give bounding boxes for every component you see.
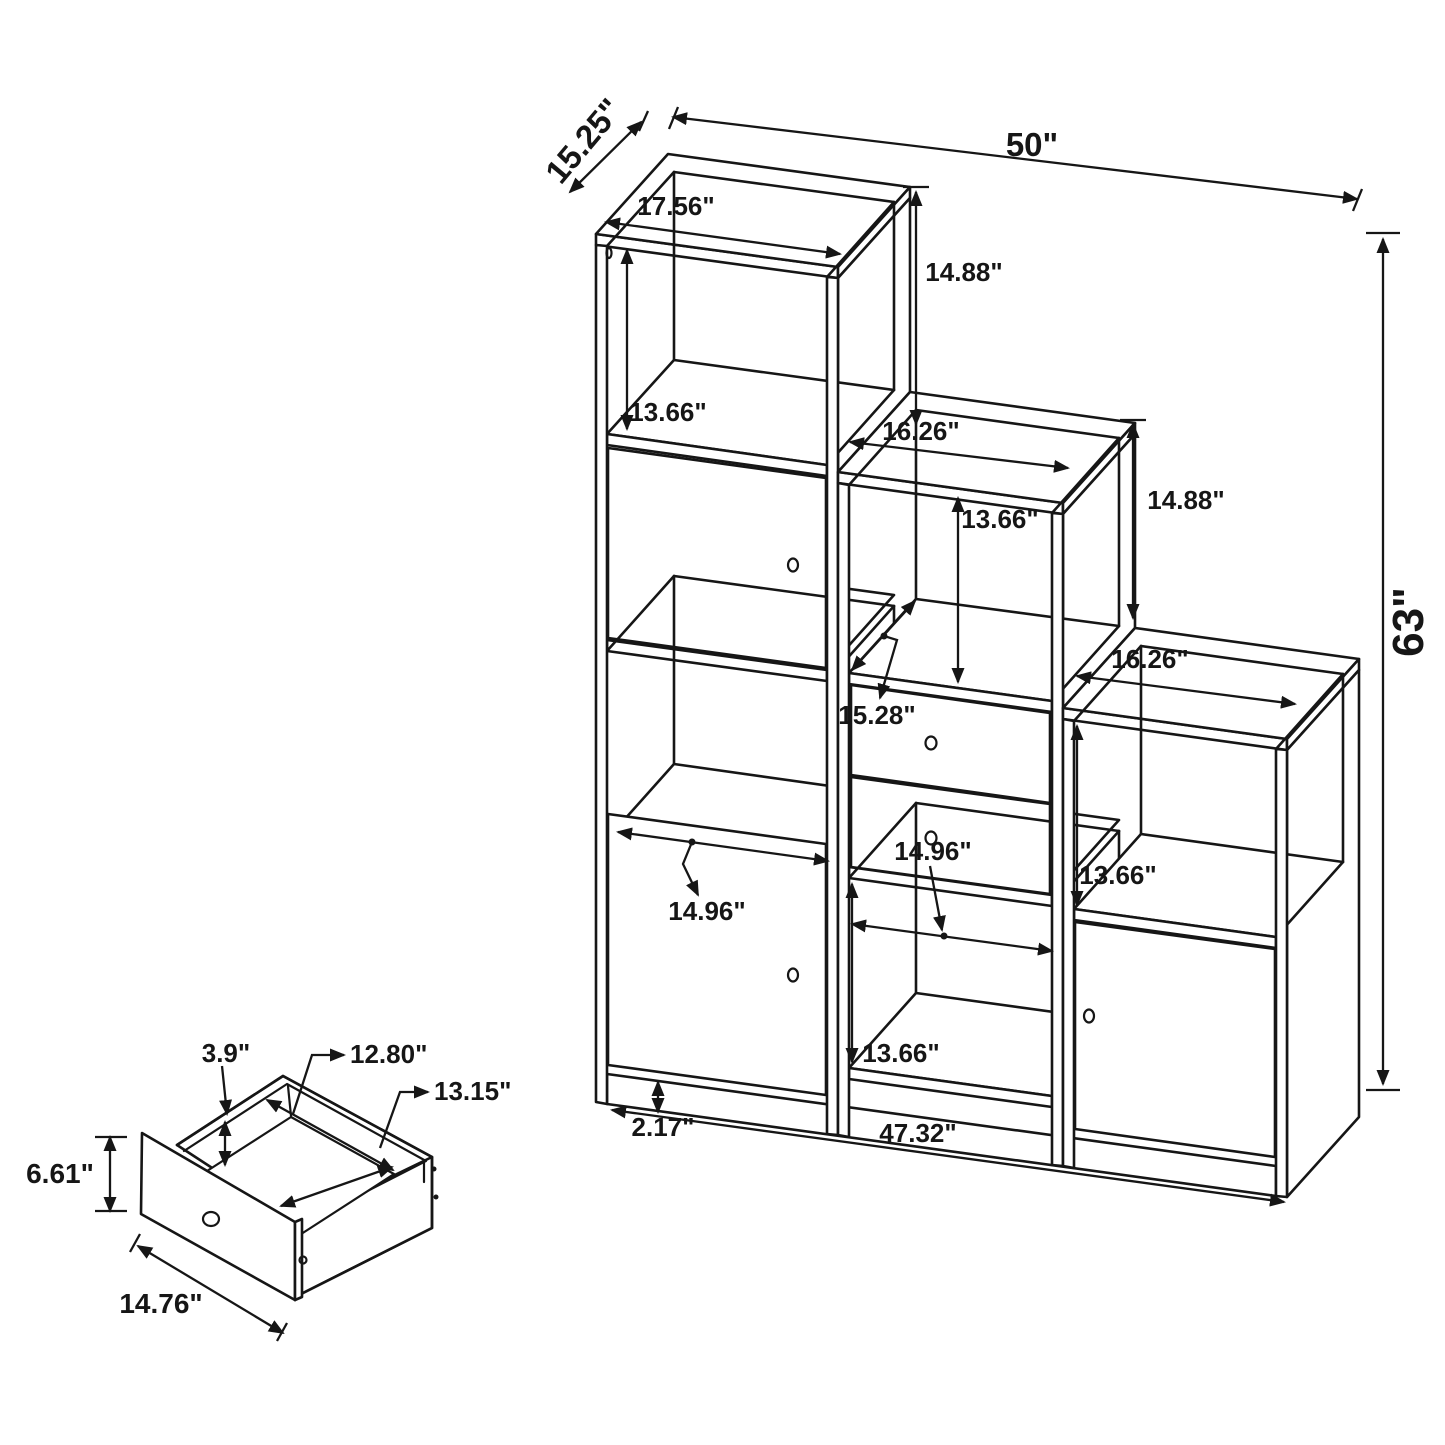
drawer-body-right-face	[301, 1155, 434, 1295]
dim-middle-shelf-depth: 15.28"	[838, 599, 917, 730]
drawer-detail: 3.9" 12.80" 13.15" 6.61" 14.76"	[26, 1038, 511, 1342]
dim-middle-step-height-label: 14.88"	[1147, 485, 1224, 515]
dim-drawer-interior-depth-arrow	[279, 1165, 394, 1208]
right-tower	[1061, 626, 1361, 1199]
middle-cube1-ceiling-right-edge	[1050, 436, 1121, 515]
dim-drawer-front-width-arrow	[136, 1244, 285, 1335]
dim-overall-width-arrow	[671, 112, 1359, 204]
dim-drawer-back-clearance-leader	[219, 1065, 233, 1116]
dim-bottom-width-arrow	[610, 1105, 1286, 1207]
middle-cube2-ceiling-back-edge	[914, 801, 1121, 833]
dim-drawer-back-clearance: 3.9"	[202, 1038, 250, 1167]
dim-left-cube-height-label: 13.66"	[629, 397, 706, 427]
dim-drawer-front-width-label: 14.76"	[119, 1288, 202, 1319]
dim-overall-width-tick-right	[1351, 188, 1364, 212]
dim-drawer-interior-depth-leader	[378, 1085, 430, 1149]
dim-drawer-front-height-label: 6.61"	[26, 1158, 94, 1189]
dim-drawer-interior-depth-label: 13.15"	[434, 1076, 511, 1106]
dimension-annotations: 15.25" 50" 17.56" 14.88" 13.66" 16.26"	[538, 91, 1433, 1207]
dim-left-shelf-width-leader	[681, 841, 700, 897]
left-tower-right-panel	[825, 275, 840, 1137]
dim-right-top-width-label: 16.26"	[1111, 644, 1188, 674]
dim-left-shelf-width-arrow	[616, 827, 830, 866]
dim-middle-cube-height-label: 13.66"	[961, 504, 1038, 534]
dim-overall-height-label: 63"	[1384, 587, 1433, 657]
dim-middle-top-width-label: 16.26"	[882, 416, 959, 446]
right-cube-ceiling-back-edge	[1139, 644, 1345, 676]
dim-top-step-height: 14.88"	[903, 185, 1003, 426]
right-door-knob	[1082, 1008, 1096, 1024]
drawer-edge-hole	[298, 1255, 308, 1265]
dim-bottom-width: 47.32"	[610, 1105, 1286, 1207]
left-cube1-ceiling-right-edge	[825, 200, 896, 279]
dim-overall-width-label: 50"	[1006, 126, 1058, 163]
drawer2-knob	[924, 830, 938, 846]
dim-drawer-interior-width: 12.80"	[265, 1039, 427, 1172]
dim-depth: 15.25"	[538, 91, 650, 194]
dim-left-shelf-width: 14.96"	[616, 827, 830, 926]
dim-drawer-front-width: 14.76"	[119, 1233, 289, 1342]
dim-middle-bottom-width-arrow	[850, 919, 1054, 956]
middle-tower-right-panel	[1050, 511, 1065, 1168]
left-tower-left-panel	[594, 243, 609, 1106]
dim-middle-bottom-width: 14.96"	[850, 836, 1054, 956]
dim-top-step-height-label: 14.88"	[925, 257, 1002, 287]
dim-middle-bottom-width-label: 14.96"	[894, 836, 971, 866]
dim-bottom-width-label: 47.32"	[879, 1118, 956, 1148]
dim-right-top-width: 16.26"	[1075, 644, 1297, 709]
drawer-side-screw-hole-1	[431, 1166, 437, 1172]
left-upper-door-knob	[786, 557, 800, 573]
drawer-knob	[201, 1210, 221, 1228]
dim-drawer-front-height: 6.61"	[26, 1135, 127, 1213]
right-door	[1073, 920, 1277, 1159]
dim-drawer-interior-width-leader	[291, 1048, 346, 1115]
dim-right-cube-height-label: 13.66"	[1079, 860, 1156, 890]
dim-depth-label: 15.25"	[538, 91, 629, 190]
dim-middle-bottom-height: 13.66"	[845, 882, 940, 1068]
dim-right-cube-height: 13.66"	[1070, 724, 1157, 907]
middle-tower-left-panel	[836, 481, 851, 1139]
dim-middle-bottom-width-leader	[928, 865, 946, 932]
dim-overall-width: 50"	[667, 106, 1364, 212]
dim-middle-bottom-height-label: 13.66"	[862, 1038, 939, 1068]
left-cube2-ceiling-left-edge	[605, 574, 676, 653]
dim-middle-shelf-depth-leader	[877, 634, 899, 700]
dim-top-surface-width: 17.56"	[604, 191, 842, 259]
middle-cube2-ceiling-left-edge	[847, 801, 918, 880]
dim-overall-height: 63"	[1366, 231, 1433, 1092]
left-tower	[594, 152, 912, 1137]
right-tower-right-side-face	[1285, 668, 1361, 1199]
dim-drawer-front-width-tick-left	[128, 1233, 142, 1253]
right-tower-left-panel	[1061, 717, 1076, 1170]
dim-middle-top-width-arrow	[848, 437, 1070, 473]
left-lower-door-knob	[786, 967, 800, 983]
dim-drawer-interior-width-label: 12.80"	[350, 1039, 427, 1069]
dim-middle-top-width: 16.26"	[848, 416, 1070, 473]
drawer-side-screw-hole-2	[433, 1194, 439, 1200]
dim-depth-arrow	[568, 120, 643, 194]
bookcase-drawing	[594, 152, 1361, 1199]
dim-depth-tick	[637, 110, 650, 132]
dim-top-surface-width-arrow	[604, 217, 842, 259]
right-cube-ceiling-right-edge	[1274, 672, 1345, 751]
dim-overall-width-tick-left	[667, 106, 680, 130]
drawer1-knob	[924, 735, 938, 751]
dim-middle-step-height: 14.88"	[1120, 418, 1225, 620]
dim-drawer-interior-depth: 13.15"	[279, 1076, 511, 1208]
dim-drawer-interior-width-arrow	[265, 1098, 395, 1172]
right-tower-right-panel	[1274, 747, 1289, 1199]
dim-drawer-front-width-tick-right	[275, 1322, 289, 1342]
dim-middle-bottom-width-dot	[940, 932, 948, 940]
dim-left-shelf-width-label: 14.96"	[668, 896, 745, 926]
shelf-pin-hole	[605, 246, 613, 260]
drawer1-front	[849, 683, 1052, 805]
dim-middle-cube-height: 13.66"	[951, 496, 1039, 684]
dim-top-surface-width-label: 17.56"	[637, 191, 714, 221]
dim-middle-shelf-depth-label: 15.28"	[838, 700, 915, 730]
dim-drawer-back-clearance-label: 3.9"	[202, 1038, 250, 1068]
middle-cube1-ceiling-back-edge	[914, 408, 1121, 440]
dim-left-cube-height: 13.66"	[620, 248, 707, 431]
dim-right-top-width-arrow	[1075, 671, 1297, 709]
